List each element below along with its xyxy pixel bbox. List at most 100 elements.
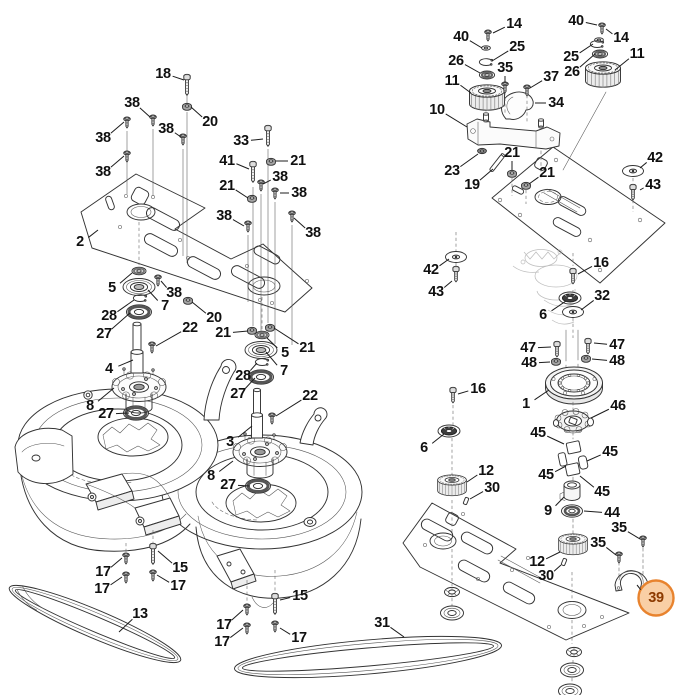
part-label-47[interactable]: 47 <box>609 336 625 353</box>
part-label-13[interactable]: 13 <box>132 605 148 622</box>
part-label-38[interactable]: 38 <box>272 168 288 185</box>
part-label-27[interactable]: 27 <box>230 385 246 402</box>
part-label-42[interactable]: 42 <box>423 261 439 278</box>
part-label-38[interactable]: 38 <box>95 163 111 180</box>
part-label-27[interactable]: 27 <box>98 405 114 422</box>
part-label-7[interactable]: 7 <box>161 297 169 314</box>
part-label-6[interactable]: 6 <box>420 439 428 456</box>
part-label-27[interactable]: 27 <box>220 476 236 493</box>
part-label-17[interactable]: 17 <box>214 633 230 650</box>
part-label-17[interactable]: 17 <box>291 629 307 646</box>
part-label-5[interactable]: 5 <box>108 279 116 296</box>
part-label-38[interactable]: 38 <box>95 129 111 146</box>
part-label-15[interactable]: 15 <box>292 587 308 604</box>
leader-line <box>537 346 552 349</box>
part-label-9[interactable]: 9 <box>544 502 552 519</box>
part-label-35[interactable]: 35 <box>497 59 513 76</box>
part-label-22[interactable]: 22 <box>182 319 198 336</box>
part-label-19[interactable]: 19 <box>464 176 480 193</box>
part-label-38[interactable]: 38 <box>158 120 174 137</box>
part-label-17[interactable]: 17 <box>95 563 111 580</box>
part-label-41[interactable]: 41 <box>219 152 235 169</box>
leader-line <box>111 312 131 330</box>
part-label-31[interactable]: 31 <box>374 614 390 631</box>
part-label-35[interactable]: 35 <box>590 534 606 551</box>
leader-line <box>460 153 479 168</box>
part-label-46[interactable]: 46 <box>610 397 626 414</box>
leader-line <box>469 40 483 49</box>
part-label-20[interactable]: 20 <box>202 113 218 130</box>
part-label-43[interactable]: 43 <box>645 176 661 193</box>
part-label-40[interactable]: 40 <box>568 12 584 29</box>
part-label-18[interactable]: 18 <box>155 65 171 82</box>
part-label-38[interactable]: 38 <box>291 184 307 201</box>
part-label-21[interactable]: 21 <box>504 144 520 161</box>
part-label-37[interactable]: 37 <box>543 68 559 85</box>
part-label-42[interactable]: 42 <box>647 149 663 166</box>
part-label-21[interactable]: 21 <box>539 164 555 181</box>
part-label-38[interactable]: 38 <box>216 207 232 224</box>
leader-line <box>439 258 450 267</box>
part-label-39[interactable]: 39 <box>648 589 664 606</box>
part-label-43[interactable]: 43 <box>428 283 444 300</box>
part-label-11[interactable]: 11 <box>444 72 460 89</box>
part-label-3[interactable]: 3 <box>226 433 234 450</box>
part-label-26[interactable]: 26 <box>564 63 580 80</box>
part-label-25[interactable]: 25 <box>509 38 525 55</box>
part-label-5[interactable]: 5 <box>281 344 289 361</box>
part-label-16[interactable]: 16 <box>470 380 486 397</box>
part-label-20[interactable]: 20 <box>206 309 222 326</box>
part-label-45[interactable]: 45 <box>530 424 546 441</box>
leader-line <box>627 531 641 540</box>
part-label-14[interactable]: 14 <box>506 15 522 32</box>
leader-line <box>479 168 494 181</box>
part-label-30[interactable]: 30 <box>484 479 500 496</box>
part-label-12[interactable]: 12 <box>529 553 545 570</box>
part-label-45[interactable]: 45 <box>538 466 554 483</box>
part-label-23[interactable]: 23 <box>444 162 460 179</box>
part-label-25[interactable]: 25 <box>563 48 579 65</box>
part-label-17[interactable]: 17 <box>216 616 232 633</box>
part-label-11[interactable]: 11 <box>629 45 645 62</box>
part-label-38[interactable]: 38 <box>124 94 140 111</box>
part-label-8[interactable]: 8 <box>86 397 94 414</box>
part-label-44[interactable]: 44 <box>604 504 620 521</box>
part-label-45[interactable]: 45 <box>602 443 618 460</box>
part-label-8[interactable]: 8 <box>207 467 215 484</box>
leader-line <box>115 412 130 415</box>
part-label-17[interactable]: 17 <box>94 580 110 597</box>
part-label-16[interactable]: 16 <box>593 254 609 271</box>
part-label-35[interactable]: 35 <box>611 519 627 536</box>
part-label-27[interactable]: 27 <box>96 325 112 342</box>
part-label-2[interactable]: 2 <box>76 233 84 250</box>
part-label-17[interactable]: 17 <box>170 577 186 594</box>
part-label-15[interactable]: 15 <box>172 559 188 576</box>
leader-line <box>639 162 647 169</box>
part-label-40[interactable]: 40 <box>453 28 469 45</box>
part-label-47[interactable]: 47 <box>520 339 536 356</box>
part-label-33[interactable]: 33 <box>233 132 249 149</box>
part-label-6[interactable]: 6 <box>539 306 547 323</box>
part-label-21[interactable]: 21 <box>219 177 235 194</box>
part-label-38[interactable]: 38 <box>166 284 182 301</box>
part-label-48[interactable]: 48 <box>521 354 537 371</box>
part-label-22[interactable]: 22 <box>302 387 318 404</box>
part-label-34[interactable]: 34 <box>548 94 564 111</box>
part-label-14[interactable]: 14 <box>613 29 629 46</box>
part-label-4[interactable]: 4 <box>105 360 113 377</box>
part-label-38[interactable]: 38 <box>305 224 321 241</box>
part-label-45[interactable]: 45 <box>594 483 610 500</box>
part-label-28[interactable]: 28 <box>101 307 117 324</box>
part-label-26[interactable]: 26 <box>448 52 464 69</box>
part-label-12[interactable]: 12 <box>478 462 494 479</box>
part-label-10[interactable]: 10 <box>429 101 445 118</box>
part-label-21[interactable]: 21 <box>299 339 315 356</box>
part-label-48[interactable]: 48 <box>609 352 625 369</box>
part-label-21[interactable]: 21 <box>290 152 306 169</box>
part-label-30[interactable]: 30 <box>538 567 554 584</box>
part-label-7[interactable]: 7 <box>280 362 288 379</box>
part-label-21[interactable]: 21 <box>215 324 231 341</box>
part-label-1[interactable]: 1 <box>522 395 530 412</box>
part-label-32[interactable]: 32 <box>594 287 610 304</box>
part-label-28[interactable]: 28 <box>235 367 251 384</box>
